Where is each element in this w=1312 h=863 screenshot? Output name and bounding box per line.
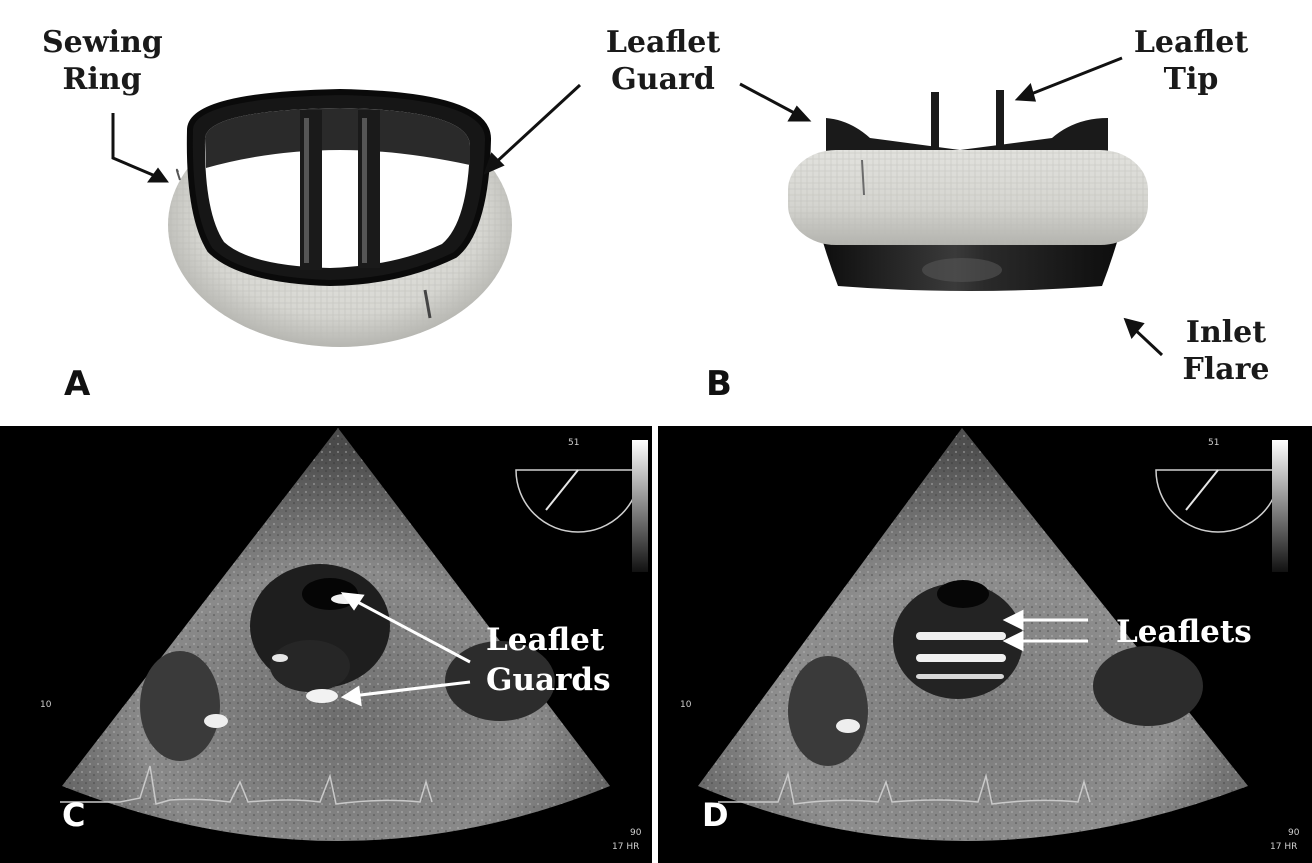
annotation-arrows-top [111, 56, 1164, 357]
label-leaflet-tip-line1: Leaflet [1133, 25, 1249, 60]
echo-d-depth-marker: 10 [680, 700, 692, 710]
echo-c-image [60, 428, 648, 841]
echo-c-annotation-line1: Leaflet [486, 622, 605, 658]
echo-c-annotation-line2: Guards [486, 662, 611, 698]
panel-letter-d: D [702, 796, 729, 834]
label-inlet-flare-line1: Inlet [1185, 315, 1267, 350]
label-sewing-ring: Sewing Ring [42, 24, 163, 98]
echo-d-sector-angle: 51 [1208, 438, 1220, 448]
label-sewing-ring-line2: Ring [62, 62, 142, 97]
valve-photo-top-view [111, 56, 1164, 357]
label-leaflet-tip: Leaflet Tip [1126, 24, 1256, 98]
panel-letter-b: B [706, 364, 732, 404]
valve-b-side-view [788, 90, 1148, 291]
label-leaflet-guard: Leaflet Guard [598, 24, 728, 98]
panel-letter-a: A [64, 364, 91, 404]
label-sewing-ring-line1: Sewing [42, 25, 163, 60]
echo-panel-c: Leaflet Guards 51 10 90 17 HR C [0, 426, 652, 863]
echo-panel-d: Leaflets 51 10 90 17 HR D [658, 426, 1312, 863]
label-inlet-flare-line2: Flare [1182, 352, 1270, 387]
valve-a-housing [186, 88, 492, 287]
echo-c-annotation: Leaflet Guards [486, 620, 611, 700]
echo-d-scale-bottom: 17 HR [1270, 842, 1298, 852]
echo-d-annotation: Leaflets [1116, 614, 1252, 650]
echo-d-scale-top: 90 [1288, 828, 1300, 838]
echo-c-scale-bottom: 17 HR [612, 842, 640, 852]
echo-c-sector-angle: 51 [568, 438, 580, 448]
panel-letter-c: C [62, 796, 86, 834]
echo-c-scale-top: 90 [630, 828, 642, 838]
label-leaflet-tip-line2: Tip [1163, 62, 1219, 97]
echo-c-depth-marker: 10 [40, 700, 52, 710]
echo-d-image [698, 428, 1288, 841]
label-leaflet-guard-line2: Guard [611, 62, 715, 97]
label-leaflet-guard-line1: Leaflet [605, 25, 721, 60]
label-inlet-flare: Inlet Flare [1176, 314, 1276, 388]
